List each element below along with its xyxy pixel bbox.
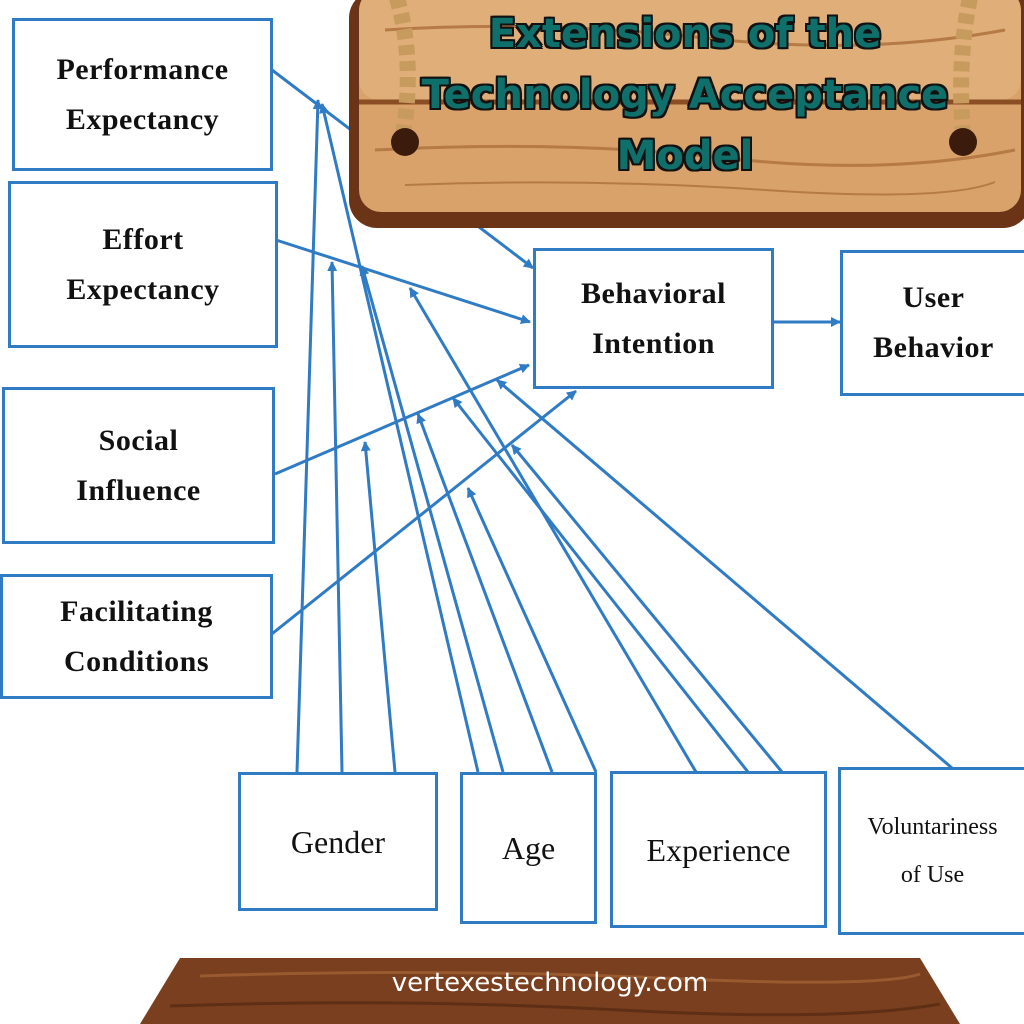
arrow-exp-effort bbox=[408, 287, 698, 773]
behavioral-intention-label-line-2: Intention bbox=[592, 326, 715, 360]
facilitating-conditions-box: Facilitating Conditions bbox=[0, 574, 273, 699]
arrow-gender-effort bbox=[327, 261, 344, 773]
facilitating-conditions-label-line-1: Facilitating bbox=[60, 594, 213, 628]
arrow-gender-perf bbox=[295, 99, 323, 773]
gender-box: Gender bbox=[238, 772, 438, 911]
age-label: Age bbox=[501, 830, 556, 866]
arrow-exp-facilitating bbox=[510, 444, 784, 773]
voluntariness-label-line-2: of Use bbox=[900, 862, 965, 888]
user-behavior-label-line-2: Behavior bbox=[873, 331, 994, 364]
wooden-sign-icon bbox=[349, 0, 1024, 228]
arrow-age-perf bbox=[319, 103, 480, 773]
sign-title: Extensions of the Technology Acceptance … bbox=[405, 4, 965, 187]
user-behavior-box: User Behavior bbox=[840, 250, 1024, 396]
voluntariness-label-line-1: Voluntariness bbox=[867, 814, 998, 840]
social-influence-label-line-2: Influence bbox=[76, 473, 201, 507]
voluntariness-box: Voluntariness of Use bbox=[838, 767, 1024, 935]
social-influence-box: Social Influence bbox=[2, 387, 275, 544]
facilitating-conditions-label-line-2: Conditions bbox=[63, 644, 210, 678]
gender-label: Gender bbox=[290, 823, 386, 860]
performance-expectancy-box: Performance Expectancy bbox=[12, 18, 273, 171]
age-box: Age bbox=[460, 772, 597, 924]
arrow-age-social bbox=[416, 413, 554, 773]
wooden-plank-icon bbox=[140, 958, 960, 1024]
effort-expectancy-label-line-2: Expectancy bbox=[66, 272, 220, 306]
footer-url: vertexestechnology.com bbox=[391, 968, 709, 998]
arrow-age-effort bbox=[359, 265, 505, 773]
sign-title-line-1: Extensions of the bbox=[488, 11, 882, 57]
arrow-social-to-intention bbox=[274, 363, 530, 476]
user-behavior-label-line-1: User bbox=[902, 281, 965, 314]
arrow-voluntariness-social bbox=[496, 378, 953, 770]
behavioral-intention-label-line-1: Behavioral bbox=[581, 276, 726, 310]
performance-expectancy-label-line-2: Expectancy bbox=[65, 102, 220, 136]
performance-expectancy-label-line-1: Performance bbox=[56, 52, 229, 86]
arrow-effort-to-intention bbox=[275, 238, 531, 324]
arrow-gender-social bbox=[360, 441, 397, 773]
arrow-age-facilitating bbox=[466, 487, 598, 773]
sign-title-line-2: Technology Acceptance bbox=[421, 72, 949, 118]
sign-title-line-3: Model bbox=[616, 133, 754, 179]
effort-expectancy-label-line-1: Effort bbox=[102, 222, 184, 256]
experience-label: Experience bbox=[646, 831, 791, 868]
behavioral-intention-box: Behavioral Intention bbox=[533, 248, 774, 389]
social-influence-label-line-1: Social bbox=[98, 423, 179, 457]
effort-expectancy-box: Effort Expectancy bbox=[8, 181, 278, 348]
experience-box: Experience bbox=[610, 771, 827, 928]
arrow-facilitating-to-intention bbox=[267, 389, 577, 639]
arrow-exp-social bbox=[451, 397, 750, 773]
